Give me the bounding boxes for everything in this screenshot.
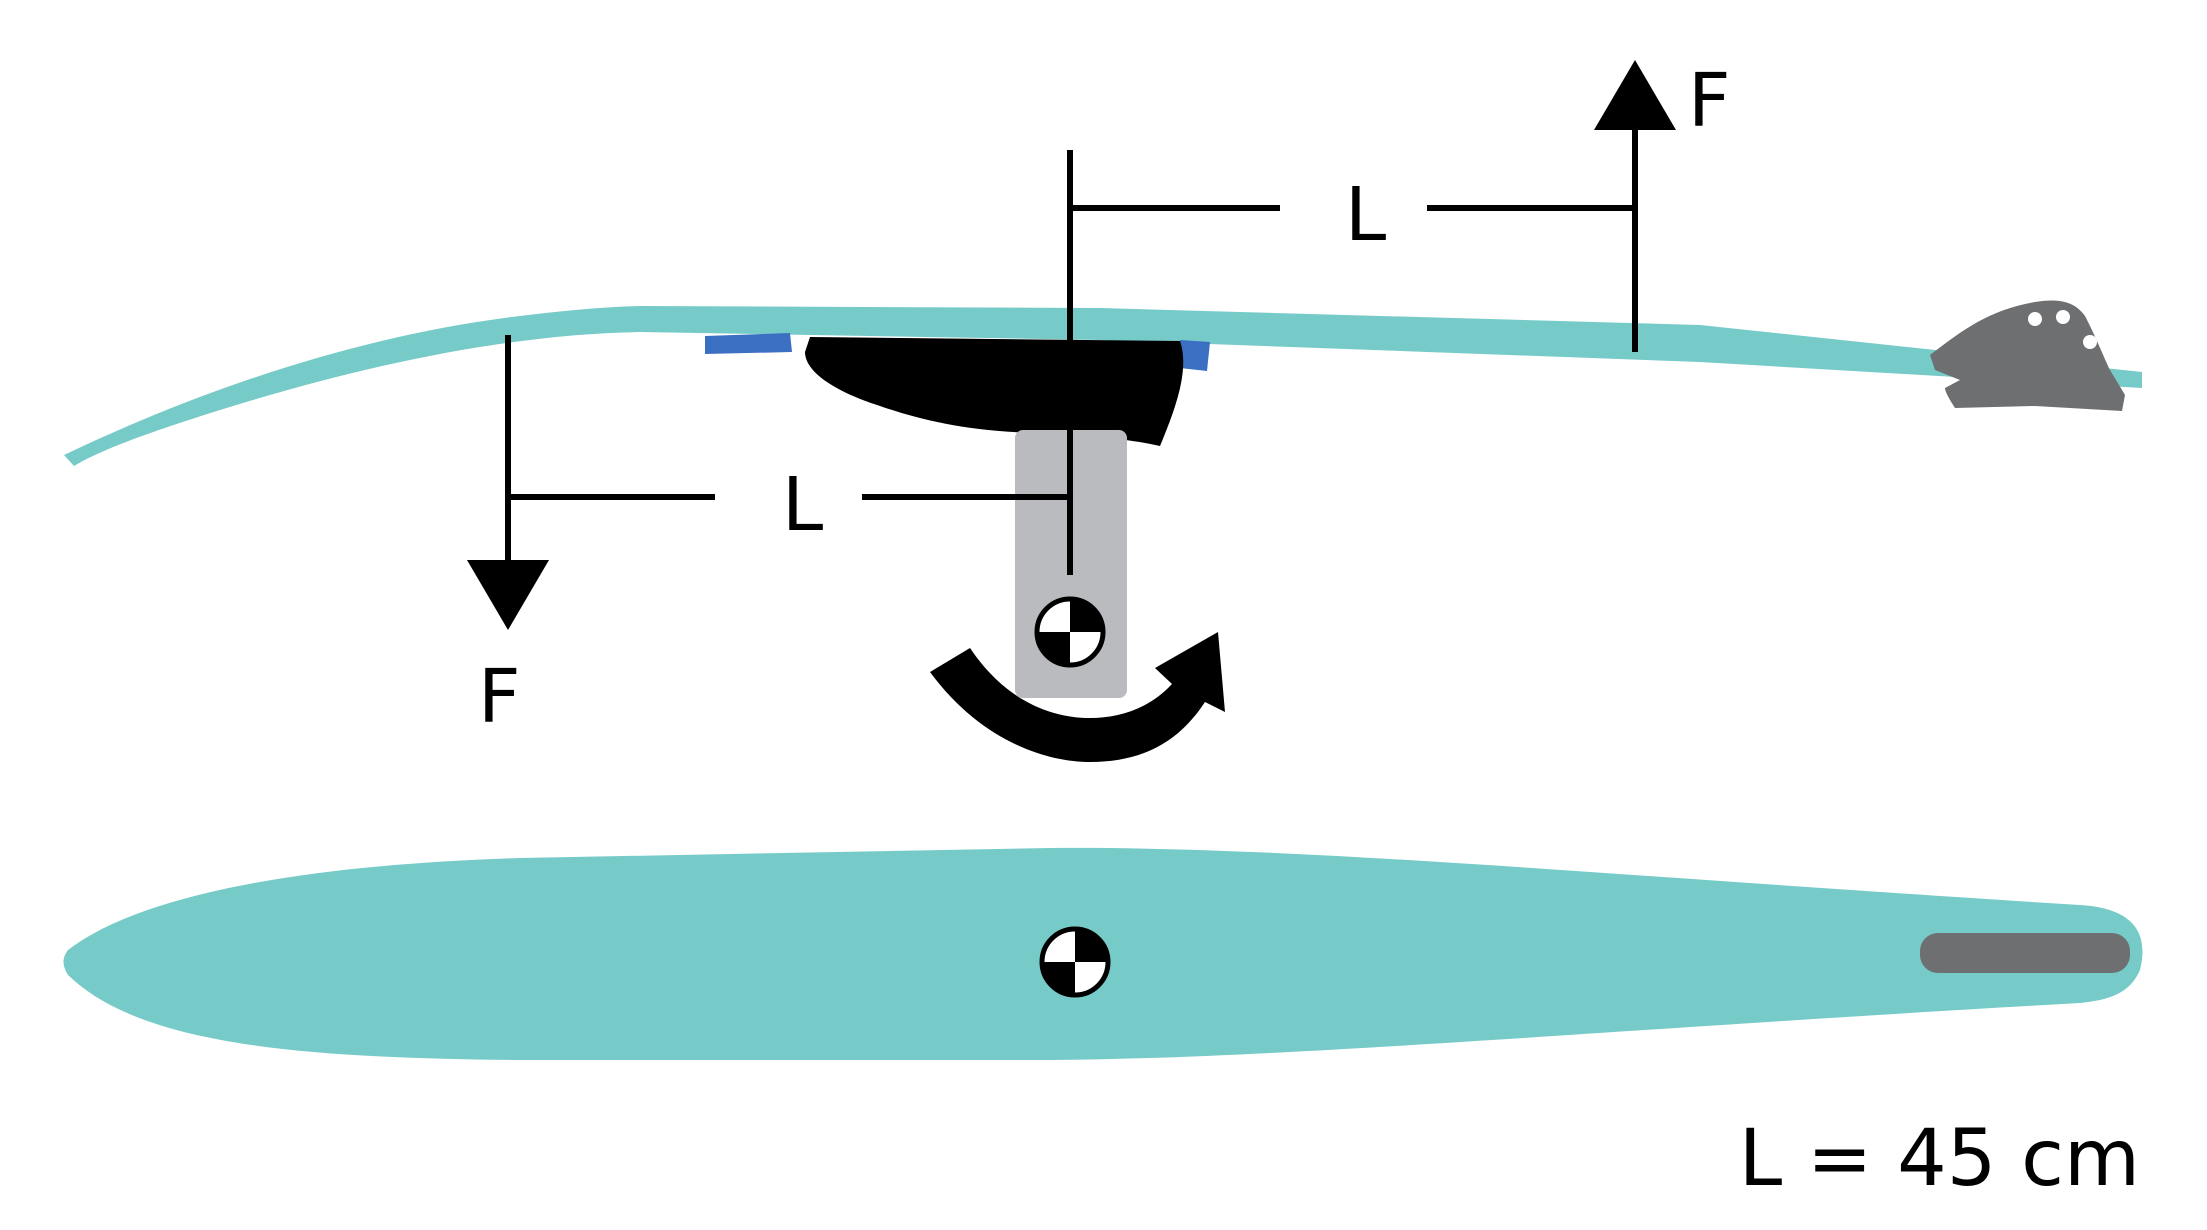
rotation-arrow [930,632,1225,762]
force-label-bottom: F [478,654,521,740]
foot-pad-right [1180,340,1210,371]
board-side-profile [64,306,2142,466]
lever-label-top: L [1345,172,1386,258]
foot-pad-left [705,333,792,354]
foot [805,337,1184,446]
lever-label-bottom: L [782,462,823,548]
force-arrow-up-icon [1594,60,1676,130]
length-caption: L = 45 cm [1739,1114,2140,1204]
top-view [63,847,2143,1060]
hardware-hole [2028,312,2042,326]
hardware-hole [2056,310,2070,324]
rear-hardware-top [1920,933,2130,973]
rear-hardware [1930,300,2125,411]
force-label-top: F [1688,58,1731,144]
center-of-mass-icon [1039,926,1111,998]
center-of-mass-icon [1034,596,1106,668]
force-arrow-down-icon [467,560,549,630]
annotations [505,120,1638,575]
clockwise-moment-arrow-icon [930,632,1225,762]
hardware-hole [2083,335,2097,349]
